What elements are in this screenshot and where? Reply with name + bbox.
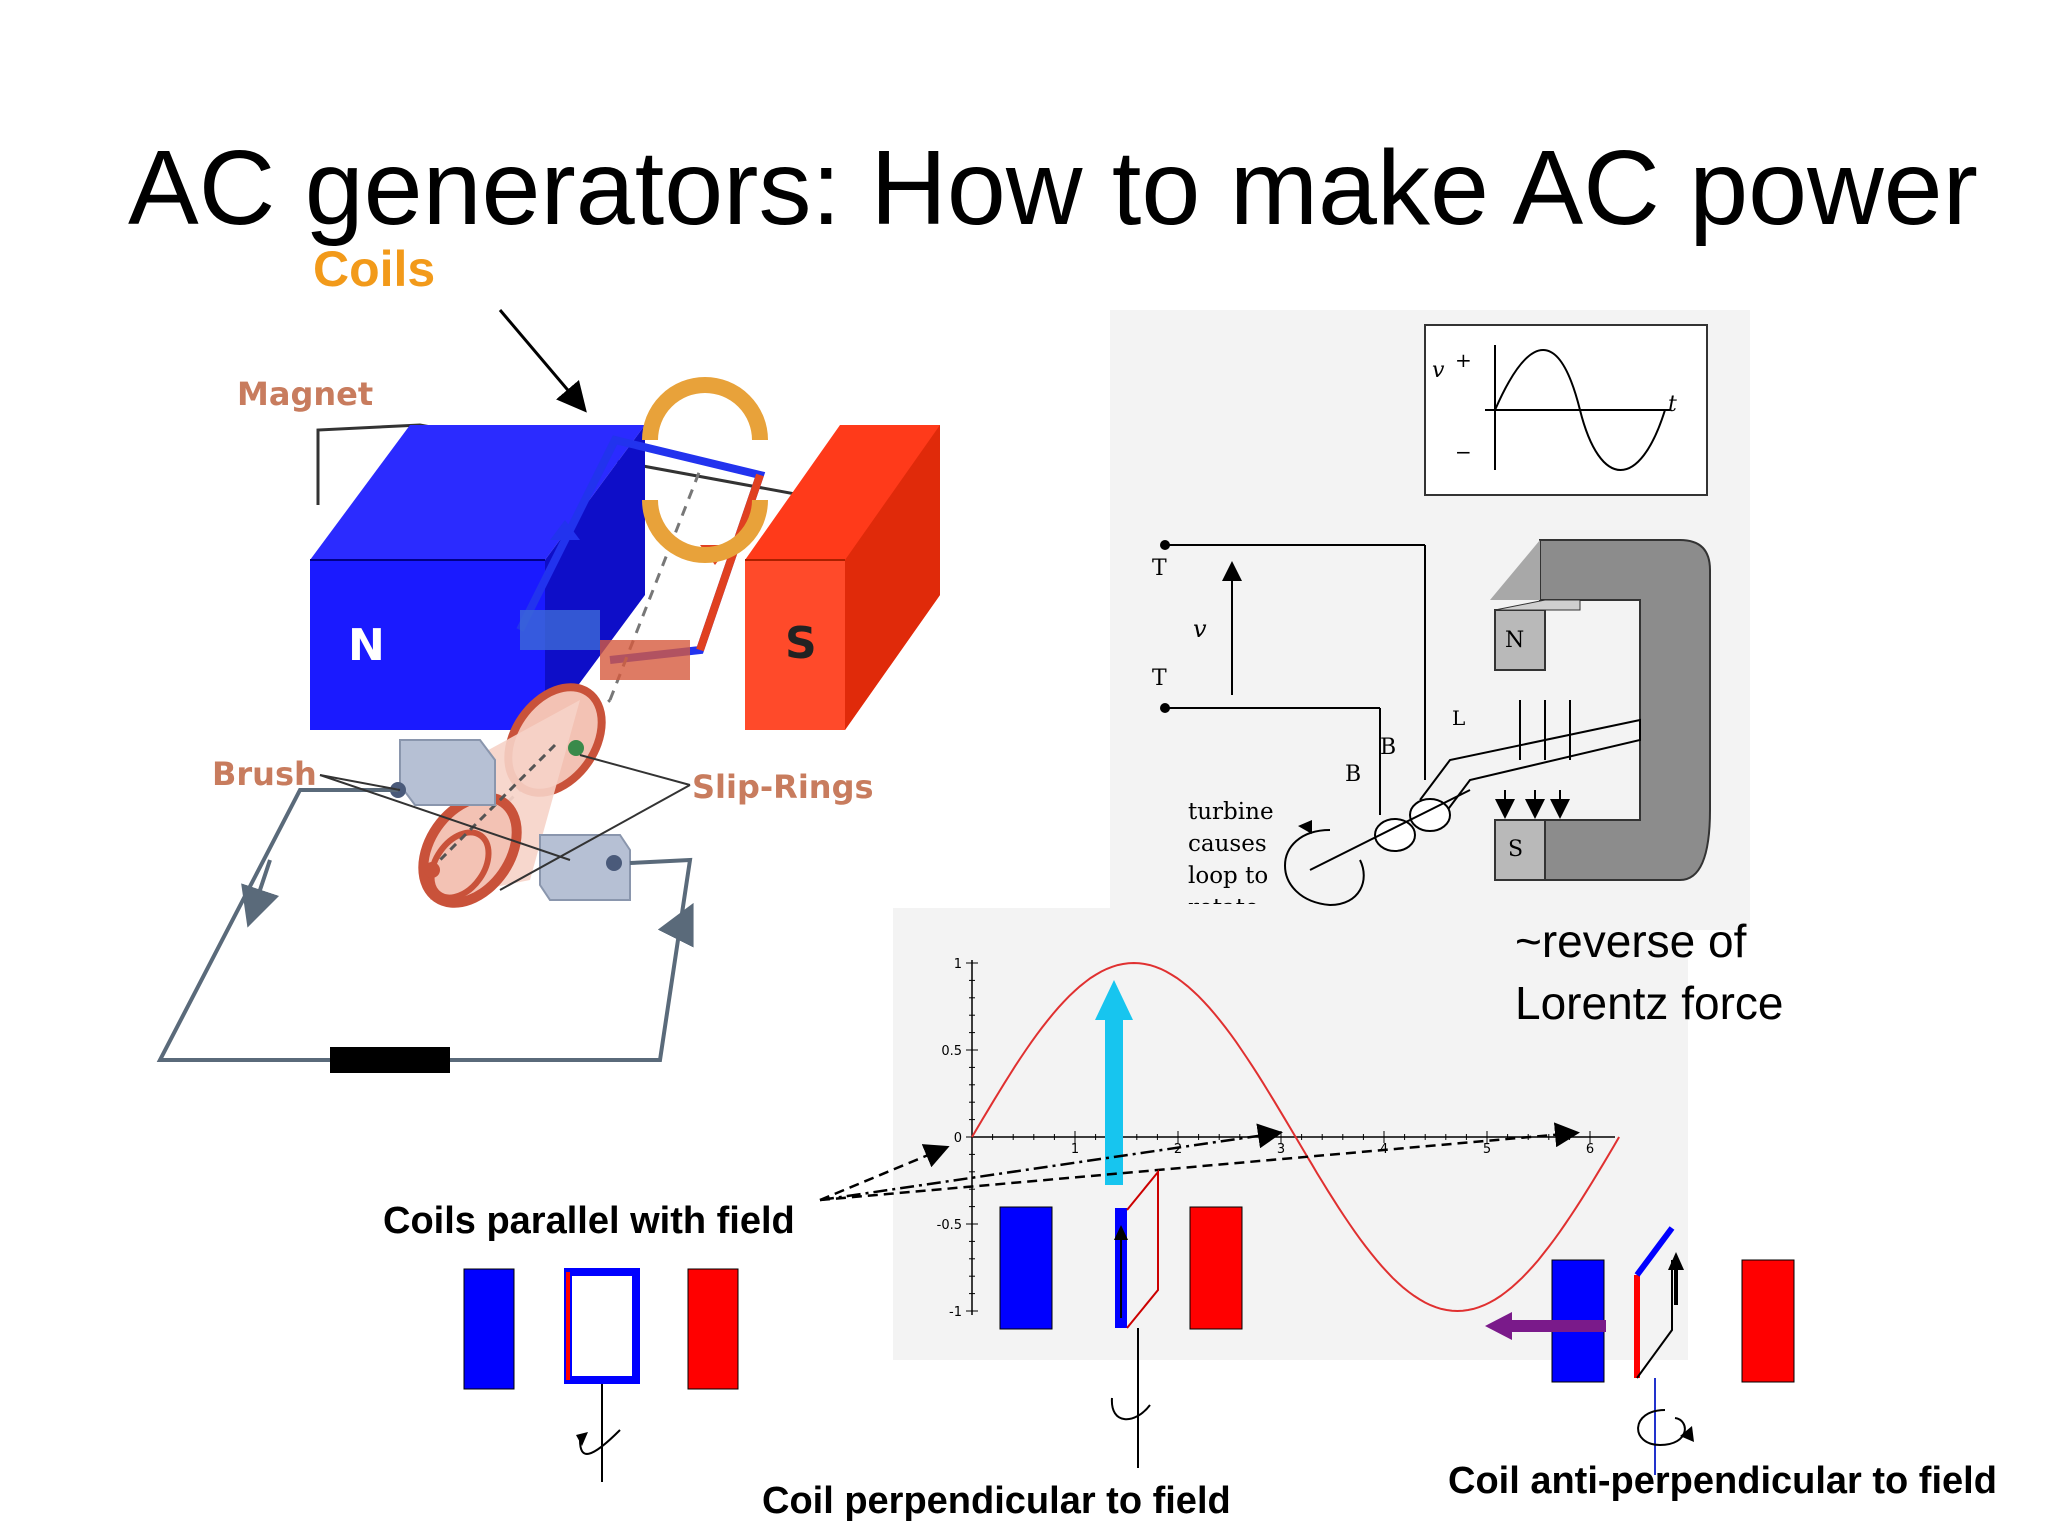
coils-pointer-arrow xyxy=(498,309,587,413)
south-pole-label: S xyxy=(785,618,817,669)
x-tick-label: 2 xyxy=(1174,1142,1182,1157)
turbine-caption: turbine causes loop to rotate xyxy=(1188,799,1274,904)
slide-title: AC generators: How to make AC power xyxy=(128,129,1978,247)
schematic-north-label: N xyxy=(1505,628,1525,653)
y-tick-label: 1 xyxy=(954,957,962,972)
brushes xyxy=(390,739,631,901)
loop-label: L xyxy=(1452,706,1466,730)
anti-perpendicular-field-label: Coil anti-perpendicular to field xyxy=(1448,1460,1997,1502)
x-tick-label: 5 xyxy=(1483,1142,1491,1157)
inset-minus-label: − xyxy=(1455,440,1472,464)
brush-b2-label: B xyxy=(1380,735,1397,760)
x-tick-label: 6 xyxy=(1586,1142,1594,1157)
y-tick-label: -1 xyxy=(949,1305,962,1320)
coils-label: Coils xyxy=(313,241,436,297)
x-tick-label: 3 xyxy=(1277,1142,1285,1157)
reverse-lorentz-note: ~reverse of Lorentz force xyxy=(1515,915,1784,1029)
left-generator-diagram xyxy=(125,309,955,1085)
parallel-coil-diagram xyxy=(463,1268,739,1482)
parallel-field-label: Coils parallel with field xyxy=(383,1200,795,1242)
y-tick-label: 0 xyxy=(954,1131,962,1146)
force-arrow-left xyxy=(1510,1320,1606,1332)
perpendicular-field-label: Coil perpendicular to field xyxy=(762,1480,1231,1522)
schematic-south-label: S xyxy=(1508,837,1524,862)
brush-label: Brush xyxy=(212,755,317,793)
perpendicular-coil-diagram xyxy=(999,1169,1243,1468)
anti-perpendicular-coil-diagram xyxy=(1485,1226,1795,1475)
x-tick-label: 1 xyxy=(1071,1142,1079,1157)
north-pole-label: N xyxy=(348,620,385,671)
inset-t-label: t xyxy=(1668,392,1677,417)
slip-rings-label: Slip-Rings xyxy=(692,768,874,806)
magnet-label: Magnet xyxy=(237,375,374,413)
force-arrow-up xyxy=(1105,1015,1123,1185)
inset-plus-label: + xyxy=(1455,348,1472,372)
horseshoe-magnet xyxy=(1490,539,1711,881)
load-resistor xyxy=(330,1047,450,1073)
schematic-v-label: v xyxy=(1193,615,1207,643)
rotation-arrows-icon xyxy=(642,377,768,563)
pointer-lines xyxy=(819,1122,1580,1202)
slip-rings xyxy=(418,683,606,908)
south-magnet xyxy=(745,425,940,730)
y-tick-label: -0.5 xyxy=(937,1218,962,1233)
terminal-bottom-label: T xyxy=(1152,666,1167,691)
external-circuit xyxy=(156,788,694,1073)
terminal-top-label: T xyxy=(1152,556,1167,581)
inset-v-label: v xyxy=(1432,358,1445,383)
right-schematic-diagram xyxy=(1110,310,1750,930)
y-tick-label: 0.5 xyxy=(941,1044,962,1059)
brush-b1-label: B xyxy=(1345,762,1362,787)
